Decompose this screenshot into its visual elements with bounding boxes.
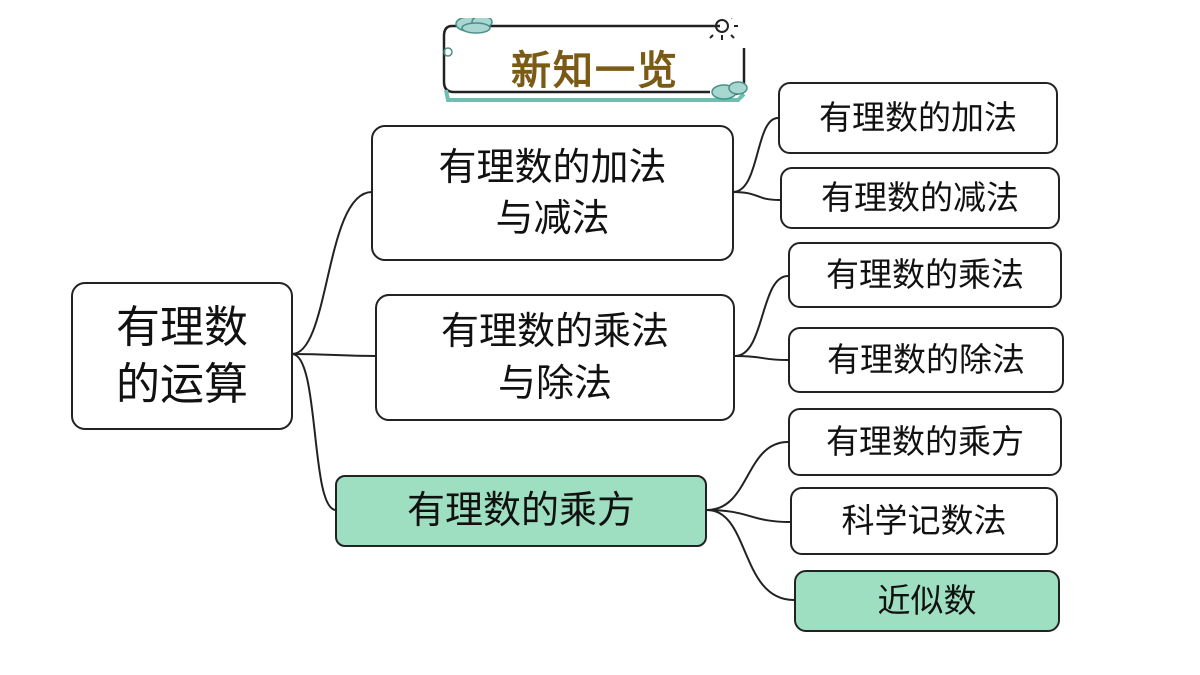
banner-frame (442, 18, 748, 102)
leaf-label: 有理数的减法 (821, 177, 1019, 217)
sun-icon (706, 18, 738, 40)
branch-node-power: 有理数的乘方 (335, 475, 707, 547)
root-label-line1: 有理数 (116, 301, 248, 353)
branch-label-line1: 有理数的乘法 (440, 309, 669, 354)
branch-label-line2: 与减法 (495, 196, 610, 240)
leaf-label: 近似数 (877, 580, 977, 620)
leaf-node: 有理数的乘方 (788, 408, 1062, 476)
root-label-line2: 的运算 (116, 359, 248, 410)
leaf-label: 有理数的乘方 (826, 421, 1024, 461)
title-banner: 新知一览 (438, 18, 752, 102)
page-title: 新知一览 (511, 47, 679, 94)
leaf-label: 有理数的乘法 (826, 254, 1024, 294)
leaf-node: 有理数的加法 (778, 82, 1058, 154)
branch-label-line2: 与除法 (497, 360, 612, 405)
branch-label-line1: 有理数的乘方 (406, 488, 635, 533)
branch-label-line1: 有理数的加法 (438, 144, 667, 189)
leaf-label: 有理数的除法 (827, 339, 1025, 379)
leaf-node: 有理数的除法 (788, 327, 1064, 393)
cloud-icon (455, 18, 493, 34)
leaf-node: 科学记数法 (790, 487, 1058, 555)
leaf-label: 有理数的加法 (819, 97, 1017, 137)
leaf-node: 有理数的乘法 (788, 242, 1062, 308)
leaf-label: 科学记数法 (841, 500, 1007, 540)
root-node: 有理数 的运算 (71, 282, 293, 430)
cloud-icon (711, 81, 748, 100)
branch-node-add-subtract: 有理数的加法 与减法 (371, 125, 734, 261)
branch-node-multiply-divide: 有理数的乘法 与除法 (375, 294, 735, 421)
leaf-node: 有理数的减法 (780, 167, 1060, 229)
leaf-node-highlighted: 近似数 (794, 570, 1060, 632)
